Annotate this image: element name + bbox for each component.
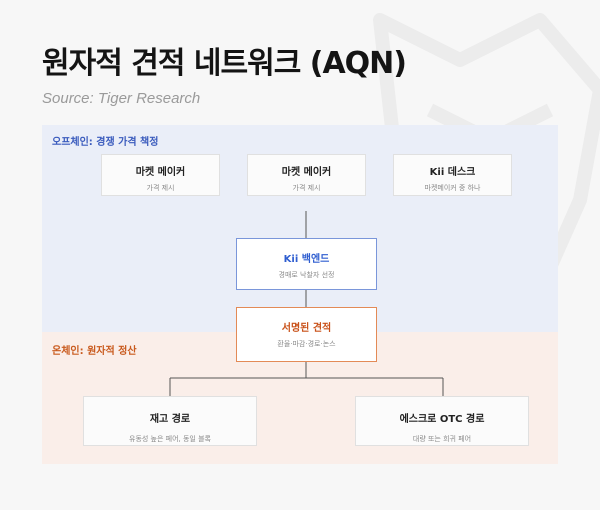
signed-quote-box: 서명된 견적 환율·마감·경로·논스: [236, 307, 377, 362]
signed-quote-desc: 환율·마감·경로·논스: [277, 340, 336, 348]
onchain-section-label: 온체인: 원자적 정산: [52, 346, 137, 357]
kii-backend-desc: 경매로 낙찰자 선정: [278, 271, 335, 279]
escrow-otc-route-box: 에스크로 OTC 경로 대량 또는 희귀 페어: [355, 396, 529, 446]
market-maker-2-desc: 가격 제시: [292, 184, 321, 192]
market-maker-box-1: 마켓 메이커 가격 제시: [101, 154, 220, 196]
inventory-route-desc: 유동성 높은 페어, 동일 블록: [129, 435, 211, 443]
kii-desk-desc: 마켓메이커 중 하나: [424, 184, 481, 192]
escrow-otc-route-name: 에스크로 OTC 경로: [399, 414, 485, 425]
inventory-route-name: 재고 경로: [149, 414, 191, 425]
market-maker-1-desc: 가격 제시: [146, 184, 175, 192]
kii-backend-box: Kii 백엔드 경매로 낙찰자 선정: [236, 238, 377, 290]
kii-desk-name: Kii 데스크: [429, 167, 476, 178]
kii-desk-box: Kii 데스크 마켓메이커 중 하나: [393, 154, 512, 196]
signed-quote-name: 서명된 견적: [281, 323, 332, 334]
inventory-route-box: 재고 경로 유동성 높은 페어, 동일 블록: [83, 396, 257, 446]
market-maker-box-2: 마켓 메이커 가격 제시: [247, 154, 366, 196]
market-maker-2-name: 마켓 메이커: [281, 167, 332, 178]
kii-backend-name: Kii 백엔드: [283, 254, 330, 265]
offchain-section-label: 오프체인: 경쟁 가격 책정: [52, 137, 159, 148]
market-maker-1-name: 마켓 메이커: [135, 167, 186, 178]
page-title: 원자적 견적 네트워크 (AQN): [42, 46, 407, 81]
escrow-otc-route-desc: 대량 또는 희귀 페어: [412, 435, 472, 443]
source-caption: Source: Tiger Research: [42, 90, 201, 107]
